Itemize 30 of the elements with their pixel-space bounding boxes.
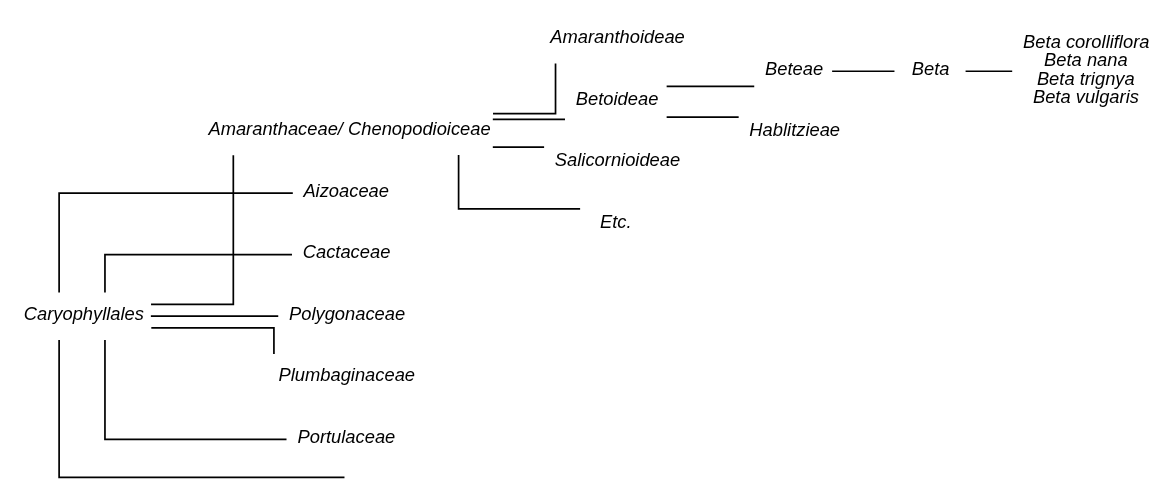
- connector: [665, 116, 740, 118]
- connector: [831, 70, 896, 73]
- connector: [150, 327, 275, 355]
- node-text: Amaranthoideae: [550, 26, 685, 48]
- node-text: Aizoaceae: [303, 179, 389, 201]
- node-text: Beteae: [765, 57, 824, 79]
- node-text: Hablitzieae: [749, 119, 841, 141]
- node-text: Polygonaceae: [288, 302, 406, 324]
- node-text: Cactaceae: [302, 241, 391, 263]
- node-text: Portulaceae: [297, 425, 396, 447]
- connector: [104, 253, 293, 294]
- node-text: Amaranthaceae/ Chenopodioiceae: [208, 118, 491, 140]
- connector: [665, 85, 756, 88]
- connector: [150, 154, 235, 306]
- node-text: Plumbaginaceae: [278, 364, 416, 386]
- node-text: Betoideae: [575, 87, 659, 109]
- node-text: Etc.: [600, 211, 632, 233]
- connector: [58, 192, 294, 294]
- connector: [150, 315, 280, 318]
- connector: [58, 339, 346, 479]
- connector: [491, 118, 566, 121]
- connector: [492, 62, 557, 115]
- node-text: Beta corolliflora Beta nana Beta trignya Beta vulgaris: [1023, 30, 1150, 107]
- connector: [964, 70, 1014, 73]
- node-text: Caryophyllales: [23, 302, 144, 324]
- connector: [491, 146, 545, 149]
- connector: [457, 154, 581, 210]
- node-text: Salicornioideae: [554, 149, 681, 171]
- connector: [104, 339, 288, 441]
- node-text: Beta: [911, 57, 950, 79]
